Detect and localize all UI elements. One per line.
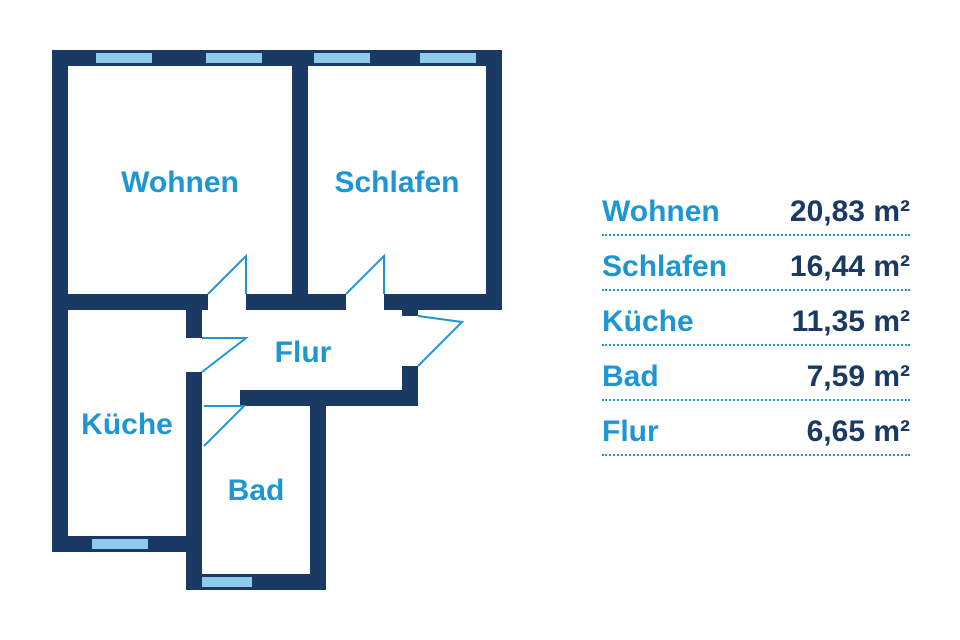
area-row: Flur 6,65 m² (602, 412, 910, 456)
wall-divider-wohnen-schlafen (292, 50, 308, 300)
window-kueche (92, 539, 148, 549)
floor-plan: Wohnen Schlafen Flur Küche Bad (52, 50, 502, 590)
area-value: 16,44 m² (789, 250, 910, 283)
window-bad (202, 577, 252, 587)
area-row: Schlafen 16,44 m² (602, 247, 910, 291)
area-name: Flur (602, 415, 659, 448)
area-name: Schlafen (602, 250, 728, 283)
area-row: Wohnen 20,83 m² (602, 192, 910, 236)
doors (201, 253, 465, 447)
wall-mid-center (246, 294, 346, 310)
wall-bad-right (310, 390, 326, 590)
wall-mid-right (384, 294, 502, 310)
room-label-kueche: Küche (81, 408, 173, 441)
room-label-schlafen: Schlafen (334, 166, 459, 199)
wall-flur-right-stub (402, 294, 418, 316)
area-row: Küche 11,35 m² (602, 302, 910, 346)
door-schlafen (345, 253, 385, 295)
walls (52, 50, 502, 590)
area-value: 20,83 m² (789, 195, 910, 228)
area-row: Bad 7,59 m² (602, 357, 910, 401)
door-bad (203, 405, 247, 447)
windows (92, 53, 476, 587)
area-name: Bad (602, 360, 659, 393)
area-value: 7,59 m² (806, 360, 910, 393)
door-flur-right (417, 315, 465, 367)
window-schlafen-2 (420, 53, 476, 63)
wall-kueche-stub (186, 294, 202, 338)
room-label-wohnen: Wohnen (121, 166, 239, 199)
window-schlafen-1 (314, 53, 370, 63)
wall-left-lower (52, 294, 68, 552)
window-wohnen-2 (206, 53, 262, 63)
door-wohnen (207, 253, 247, 295)
area-value: 6,65 m² (806, 415, 910, 448)
area-name: Küche (602, 305, 694, 338)
room-labels: Wohnen Schlafen Flur Küche Bad (81, 166, 459, 507)
wall-kueche-bad (186, 372, 202, 590)
room-label-bad: Bad (228, 474, 285, 507)
area-table: Wohnen 20,83 m² Schlafen 16,44 m² Küche … (602, 192, 910, 467)
wall-left-upper (52, 50, 68, 300)
wall-mid-left (52, 294, 208, 310)
wall-top (52, 50, 502, 66)
room-label-flur: Flur (275, 336, 332, 369)
wall-flur-bottom (240, 390, 418, 406)
wall-right-upper (486, 50, 502, 310)
door-kueche (201, 337, 249, 373)
area-value: 11,35 m² (791, 305, 910, 338)
window-wohnen-1 (96, 53, 152, 63)
area-name: Wohnen (602, 195, 720, 228)
